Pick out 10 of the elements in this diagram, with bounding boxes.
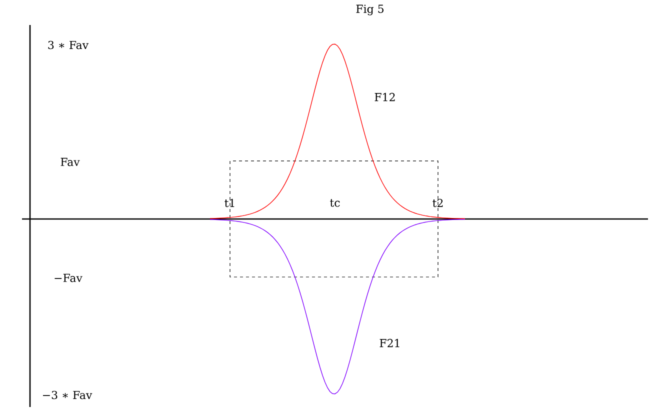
axis-label: −Fav	[54, 274, 82, 282]
axis-label: t2	[432, 198, 443, 208]
axis-label: −3 ∗ Fav	[43, 390, 92, 400]
axis-label: t1	[224, 198, 234, 208]
axis-label: Fav	[60, 158, 80, 166]
axis-label: 3 ∗ Fav	[48, 40, 89, 50]
title: Fig 5	[356, 4, 384, 16]
axis-label: F12	[374, 92, 395, 102]
axis-label: tc	[330, 199, 340, 207]
axis-label: F21	[380, 338, 400, 348]
